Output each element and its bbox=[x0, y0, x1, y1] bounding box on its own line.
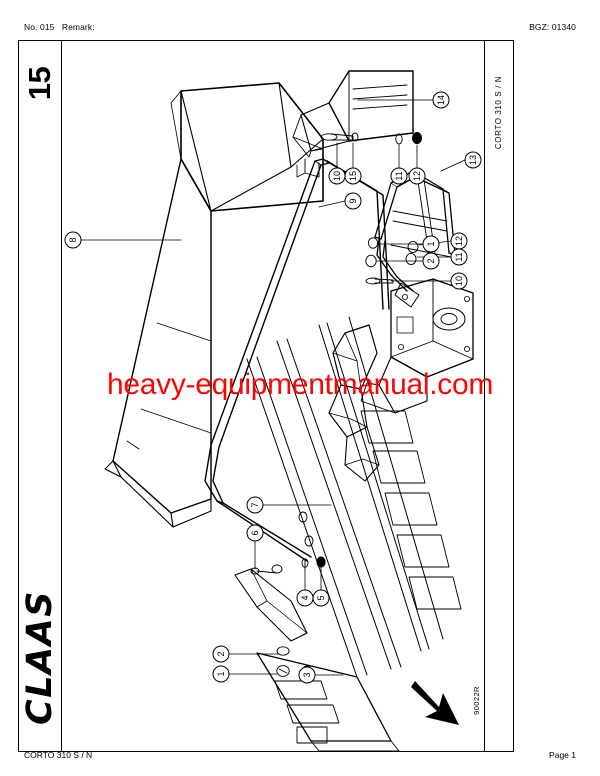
page-header: No. 015 Remark: BGZ: 01340 bbox=[24, 22, 576, 36]
callout-4: 4 bbox=[296, 589, 314, 607]
callout-leaders bbox=[72, 99, 466, 676]
part-top-guard-cover bbox=[292, 70, 414, 178]
callout-2-lower: 2 bbox=[212, 645, 230, 663]
svg-text:1: 1 bbox=[426, 241, 436, 246]
exploded-diagram: 8 14 10 15 1 bbox=[61, 41, 485, 751]
svg-text:13: 13 bbox=[468, 155, 478, 165]
svg-text:4: 4 bbox=[300, 595, 310, 600]
part-gearbox-housing bbox=[360, 278, 474, 414]
svg-text:6: 6 bbox=[250, 530, 260, 535]
svg-text:1: 1 bbox=[216, 671, 226, 676]
footer-page-label: Page 1 bbox=[549, 750, 576, 760]
svg-text:10: 10 bbox=[332, 171, 342, 181]
callout-balloons: 8 14 10 15 1 bbox=[64, 91, 482, 684]
svg-text:11: 11 bbox=[394, 171, 404, 180]
svg-text:15: 15 bbox=[348, 171, 358, 181]
callout-7: 7 bbox=[246, 496, 264, 514]
frame-left-divider bbox=[61, 41, 63, 751]
part-cutter-bar-rails bbox=[246, 316, 444, 678]
header-doc-number: No. 015 Remark: bbox=[24, 22, 95, 32]
callout-2-upper: 2 bbox=[422, 252, 440, 270]
svg-text:7: 7 bbox=[250, 502, 260, 507]
callout-3: 3 bbox=[298, 666, 316, 684]
part-disc-modules bbox=[360, 410, 462, 610]
group-number-box: 15 bbox=[19, 45, 61, 121]
svg-text:3: 3 bbox=[302, 672, 312, 677]
frame-right-divider bbox=[483, 41, 485, 751]
callout-1-upper: 1 bbox=[422, 235, 440, 253]
svg-text:11: 11 bbox=[454, 252, 464, 261]
callout-10-right: 10 bbox=[450, 272, 468, 290]
part-lower-bracket bbox=[234, 568, 308, 642]
header-bgz-number: BGZ: 01340 bbox=[529, 22, 576, 32]
part-fasteners bbox=[250, 131, 423, 677]
svg-text:5: 5 bbox=[316, 595, 326, 600]
part-main-hood-panel bbox=[104, 82, 324, 528]
svg-text:9: 9 bbox=[348, 198, 358, 203]
claas-logo: CLAAS bbox=[19, 567, 61, 747]
group-number-label: 15 bbox=[22, 66, 58, 100]
svg-text:2: 2 bbox=[426, 258, 436, 263]
callout-8: 8 bbox=[64, 231, 82, 249]
page-footer: CORTO 310 S / N Page 1 bbox=[24, 750, 576, 764]
callout-12-top: 12 bbox=[408, 167, 426, 185]
callout-11-right: 11 bbox=[450, 248, 468, 266]
direction-arrow-icon bbox=[409, 677, 465, 729]
model-designation-vertical: CORTO 310 S / N bbox=[485, 47, 513, 177]
callout-5: 5 bbox=[312, 589, 330, 607]
part-protective-hoop bbox=[374, 170, 456, 308]
svg-text:12: 12 bbox=[412, 171, 422, 181]
callout-12-right: 12 bbox=[450, 232, 468, 250]
callout-9: 9 bbox=[344, 192, 362, 210]
drawing-frame: 15 CLAAS CORTO 310 S / N 90022R bbox=[18, 40, 514, 752]
callout-1-lower: 1 bbox=[212, 665, 230, 683]
claas-logo-text: CLAAS bbox=[19, 589, 60, 725]
callout-10-top: 10 bbox=[328, 167, 346, 185]
callout-15: 15 bbox=[344, 167, 362, 185]
diagram-svg: 8 14 10 15 1 bbox=[64, 70, 482, 751]
callout-14: 14 bbox=[432, 91, 450, 109]
svg-text:10: 10 bbox=[454, 276, 464, 286]
model-designation-text: CORTO 310 S / N bbox=[494, 75, 504, 149]
svg-text:12: 12 bbox=[454, 236, 464, 246]
svg-text:8: 8 bbox=[68, 237, 78, 242]
footer-model-label: CORTO 310 S / N bbox=[24, 750, 93, 760]
svg-text:2: 2 bbox=[216, 651, 226, 656]
callout-13: 13 bbox=[464, 151, 482, 169]
callout-11-top: 11 bbox=[390, 167, 408, 185]
callout-6: 6 bbox=[246, 524, 264, 542]
svg-text:14: 14 bbox=[436, 95, 446, 105]
part-linkage-bracket bbox=[328, 324, 380, 482]
